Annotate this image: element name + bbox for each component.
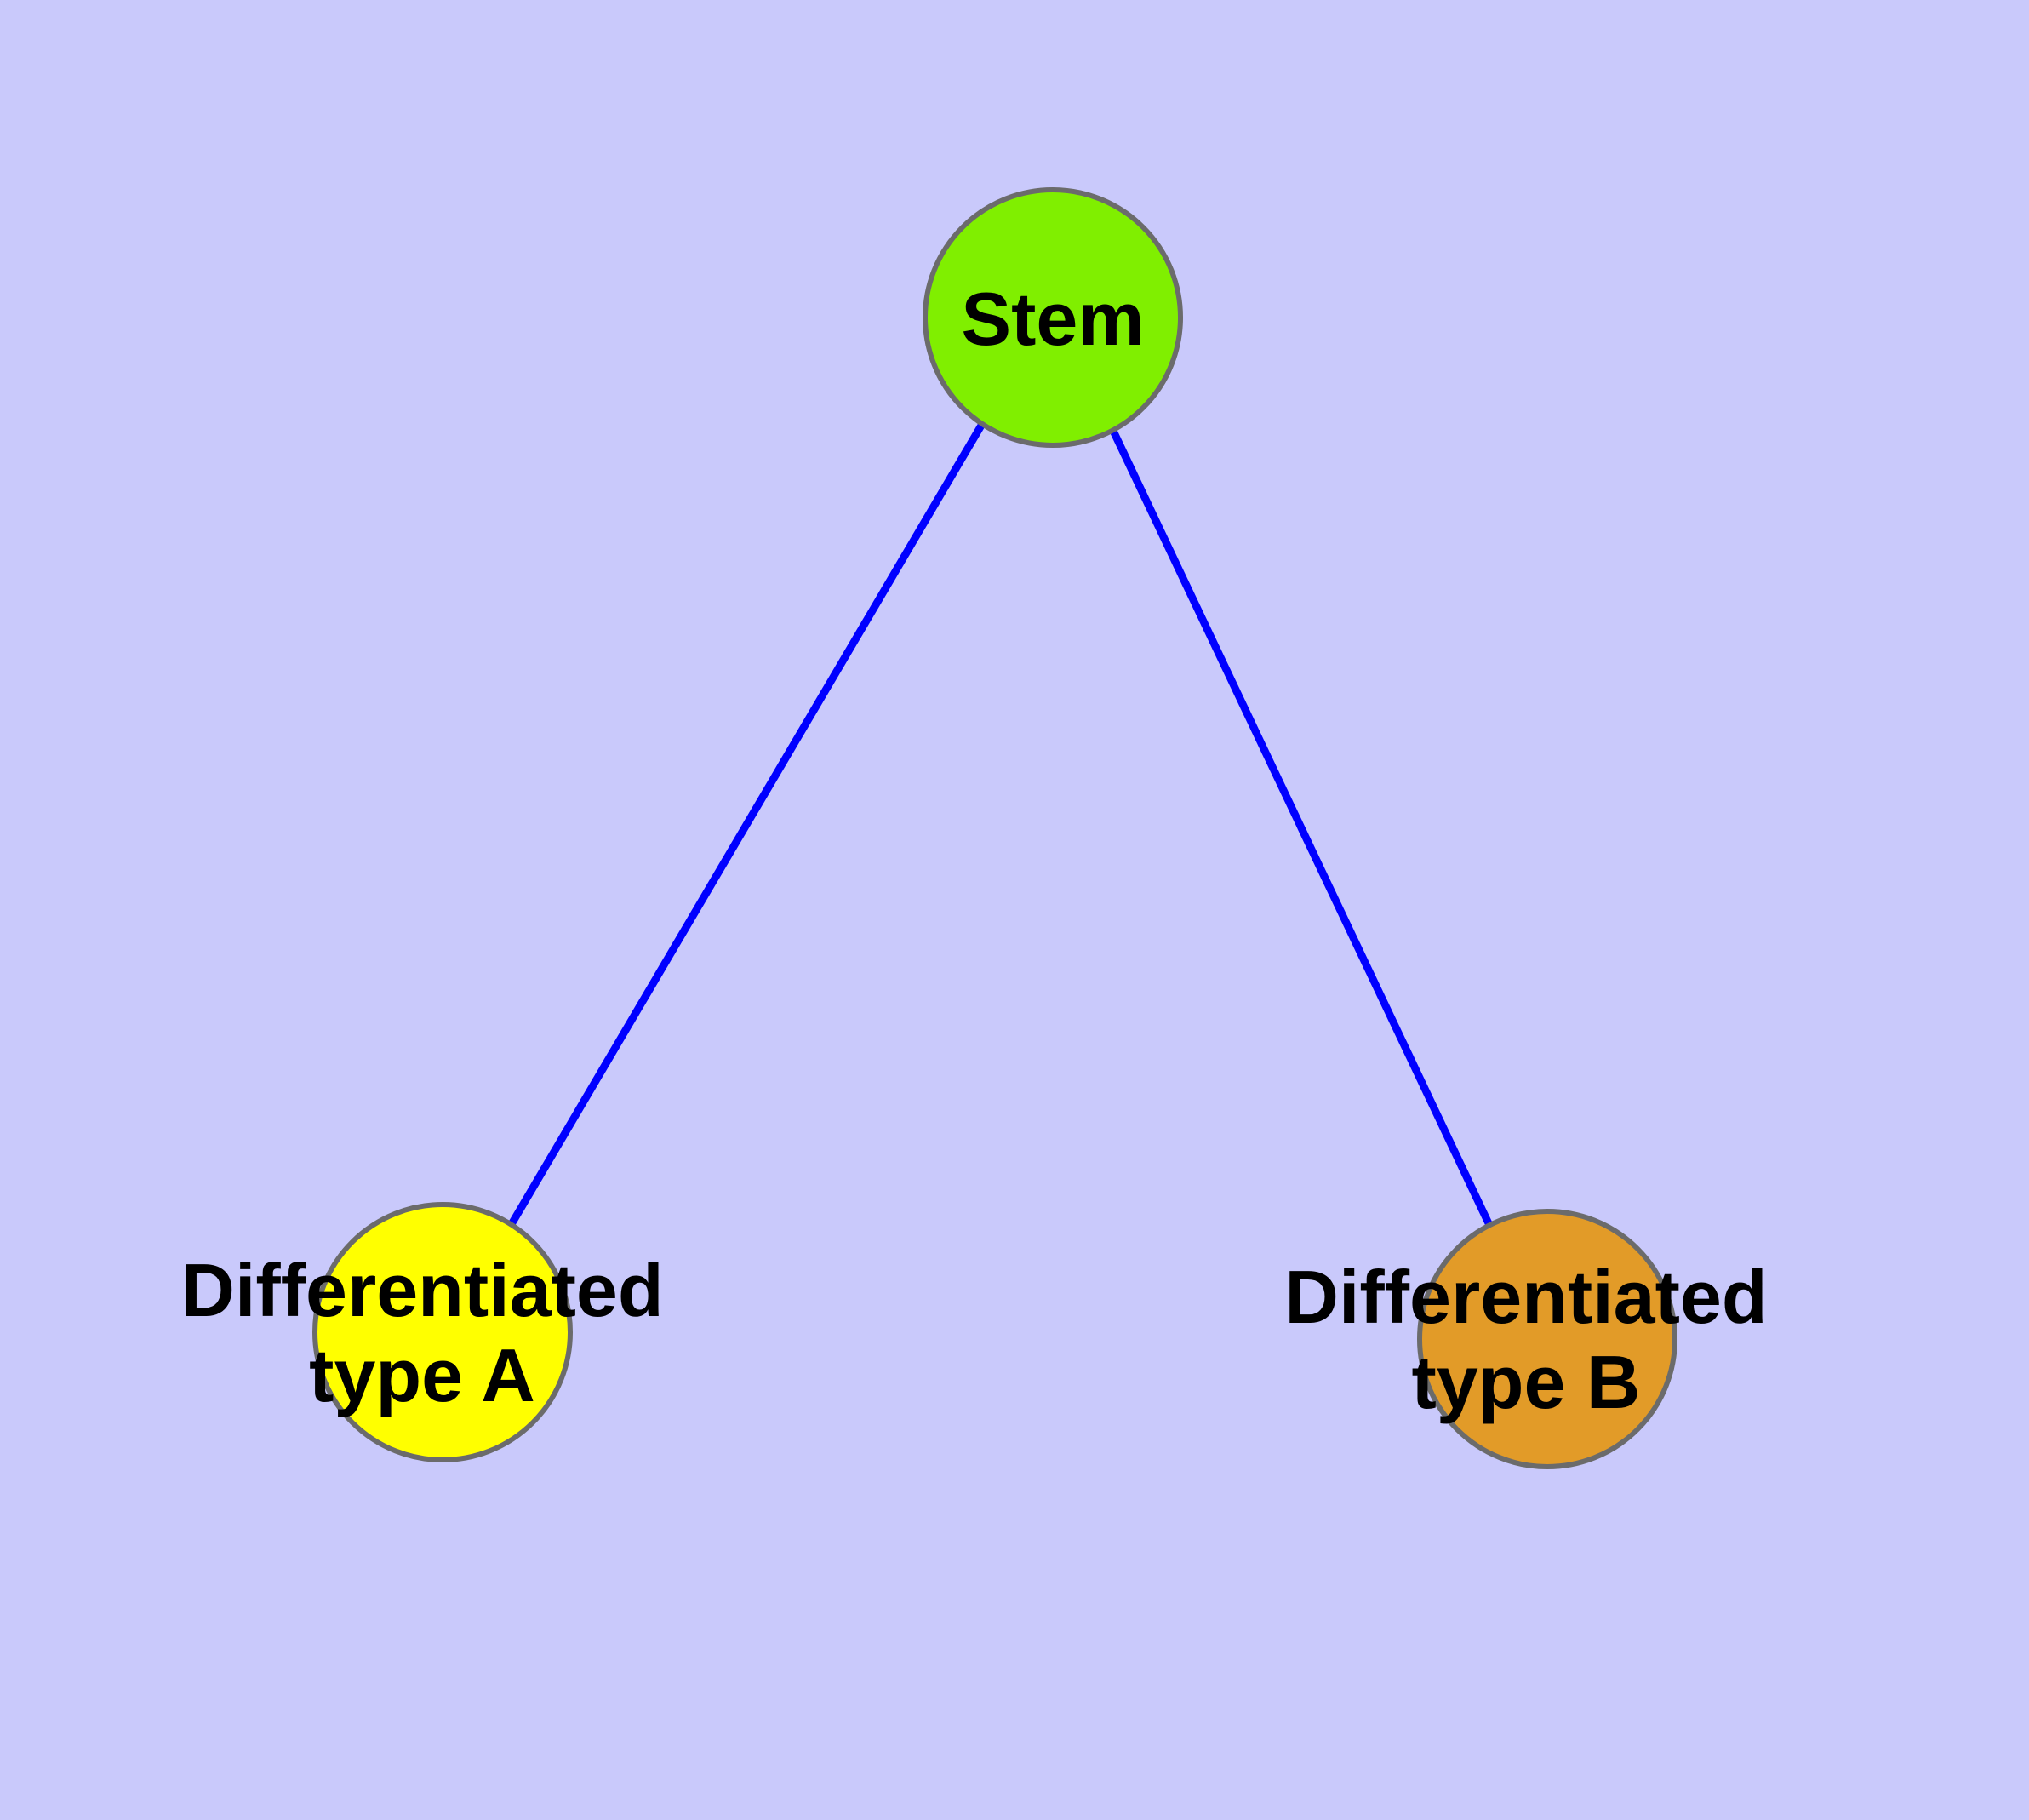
node-diff-a-circle[interactable] — [312, 1202, 573, 1462]
node-diff-b-label-line1: Differentiated — [1284, 1255, 1767, 1339]
node-diff-b-circle[interactable] — [1417, 1209, 1677, 1469]
node-diff-a-label-line2: type A — [309, 1333, 535, 1417]
node-diff-a-label-line1: Differentiated — [180, 1248, 663, 1332]
node-stem-label-line1: Stem — [961, 277, 1144, 361]
node-layer — [312, 187, 1677, 1469]
node-diff-b[interactable] — [1417, 1209, 1677, 1469]
label-layer: Stem Differentiated type A Differentiate… — [180, 277, 1767, 1424]
edge-layer — [508, 421, 1493, 1227]
edge-stem-to-diff-b[interactable] — [1108, 427, 1493, 1225]
node-stem[interactable] — [923, 187, 1183, 448]
node-stem-circle[interactable] — [923, 187, 1183, 448]
edge-stem-to-diff-a[interactable] — [508, 421, 986, 1227]
node-diff-b-label-line2: type B — [1412, 1340, 1641, 1424]
node-diff-a[interactable] — [312, 1202, 573, 1462]
